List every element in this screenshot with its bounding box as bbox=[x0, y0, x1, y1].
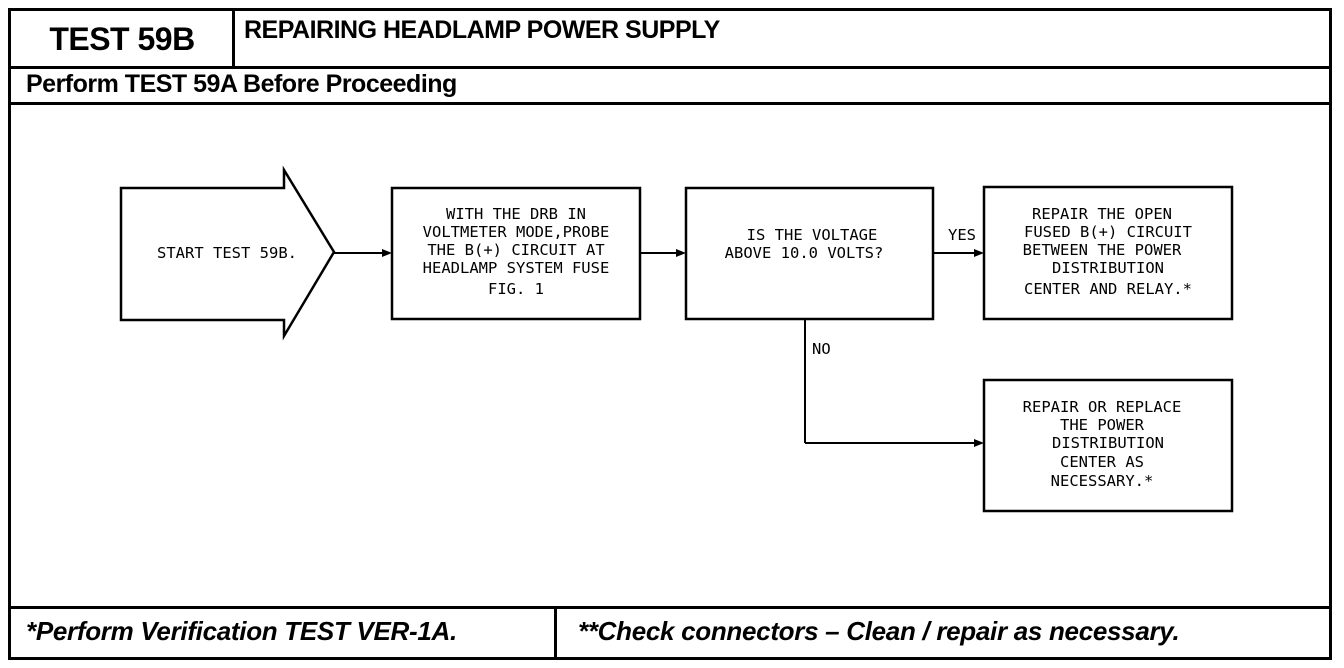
footer-verification-note: *Perform Verification TEST VER-1A. bbox=[26, 616, 457, 646]
arrowhead-no bbox=[974, 439, 984, 447]
yes-result-line: REPAIR THE OPEN bbox=[1032, 205, 1172, 223]
step1-line: THE B(+) CIRCUIT AT bbox=[427, 241, 604, 259]
yes-label: YES bbox=[948, 226, 976, 244]
step1-line: WITH THE DRB IN bbox=[446, 205, 586, 223]
prereq-divider bbox=[8, 102, 1332, 105]
no-result-line: CENTER AS bbox=[1060, 453, 1144, 471]
footer-vertical-divider bbox=[554, 606, 557, 660]
yes-result-line: BETWEEN THE POWER bbox=[1023, 241, 1182, 259]
prerequisite-note: Perform TEST 59A Before Proceeding bbox=[26, 70, 457, 98]
header-divider bbox=[8, 66, 1332, 69]
step1-line: VOLTMETER MODE,PROBE bbox=[423, 223, 610, 241]
diagram-frame bbox=[8, 8, 1332, 660]
question-line: IS THE VOLTAGE bbox=[747, 226, 878, 244]
step1-box bbox=[390, 186, 642, 321]
no-result-line: THE POWER bbox=[1060, 416, 1145, 434]
arrowhead-question bbox=[676, 249, 686, 257]
yes-result-line: CENTER AND RELAY.* bbox=[1024, 280, 1192, 298]
test-id: TEST 59B bbox=[49, 20, 195, 57]
start-arrow-shape bbox=[119, 165, 336, 341]
step1-line: FIG. 1 bbox=[488, 280, 544, 298]
no-label: NO bbox=[812, 340, 831, 358]
no-result-box bbox=[982, 378, 1234, 513]
footer-connector-note: **Check connectors – Clean / repair as n… bbox=[578, 616, 1180, 646]
footer-divider bbox=[8, 606, 1332, 609]
no-result-line: NECESSARY.* bbox=[1051, 472, 1154, 490]
page-title: REPAIRING HEADLAMP POWER SUPPLY bbox=[244, 16, 720, 44]
start-label: START TEST 59B. bbox=[157, 244, 297, 262]
arrowhead-yes bbox=[974, 249, 984, 257]
question-line: ABOVE 10.0 VOLTS? bbox=[725, 244, 884, 262]
yes-result-box bbox=[982, 185, 1234, 321]
no-result-line: REPAIR OR REPLACE bbox=[1023, 398, 1182, 416]
step1-line: HEADLAMP SYSTEM FUSE bbox=[423, 259, 610, 277]
question-box bbox=[684, 186, 935, 321]
yes-result-line: DISTRIBUTION bbox=[1052, 259, 1164, 277]
no-result-line: DISTRIBUTION bbox=[1052, 434, 1164, 452]
arrowhead-step1 bbox=[382, 249, 392, 257]
yes-result-line: FUSED B(+) CIRCUIT bbox=[1024, 223, 1192, 241]
header-vertical-divider bbox=[232, 8, 235, 68]
